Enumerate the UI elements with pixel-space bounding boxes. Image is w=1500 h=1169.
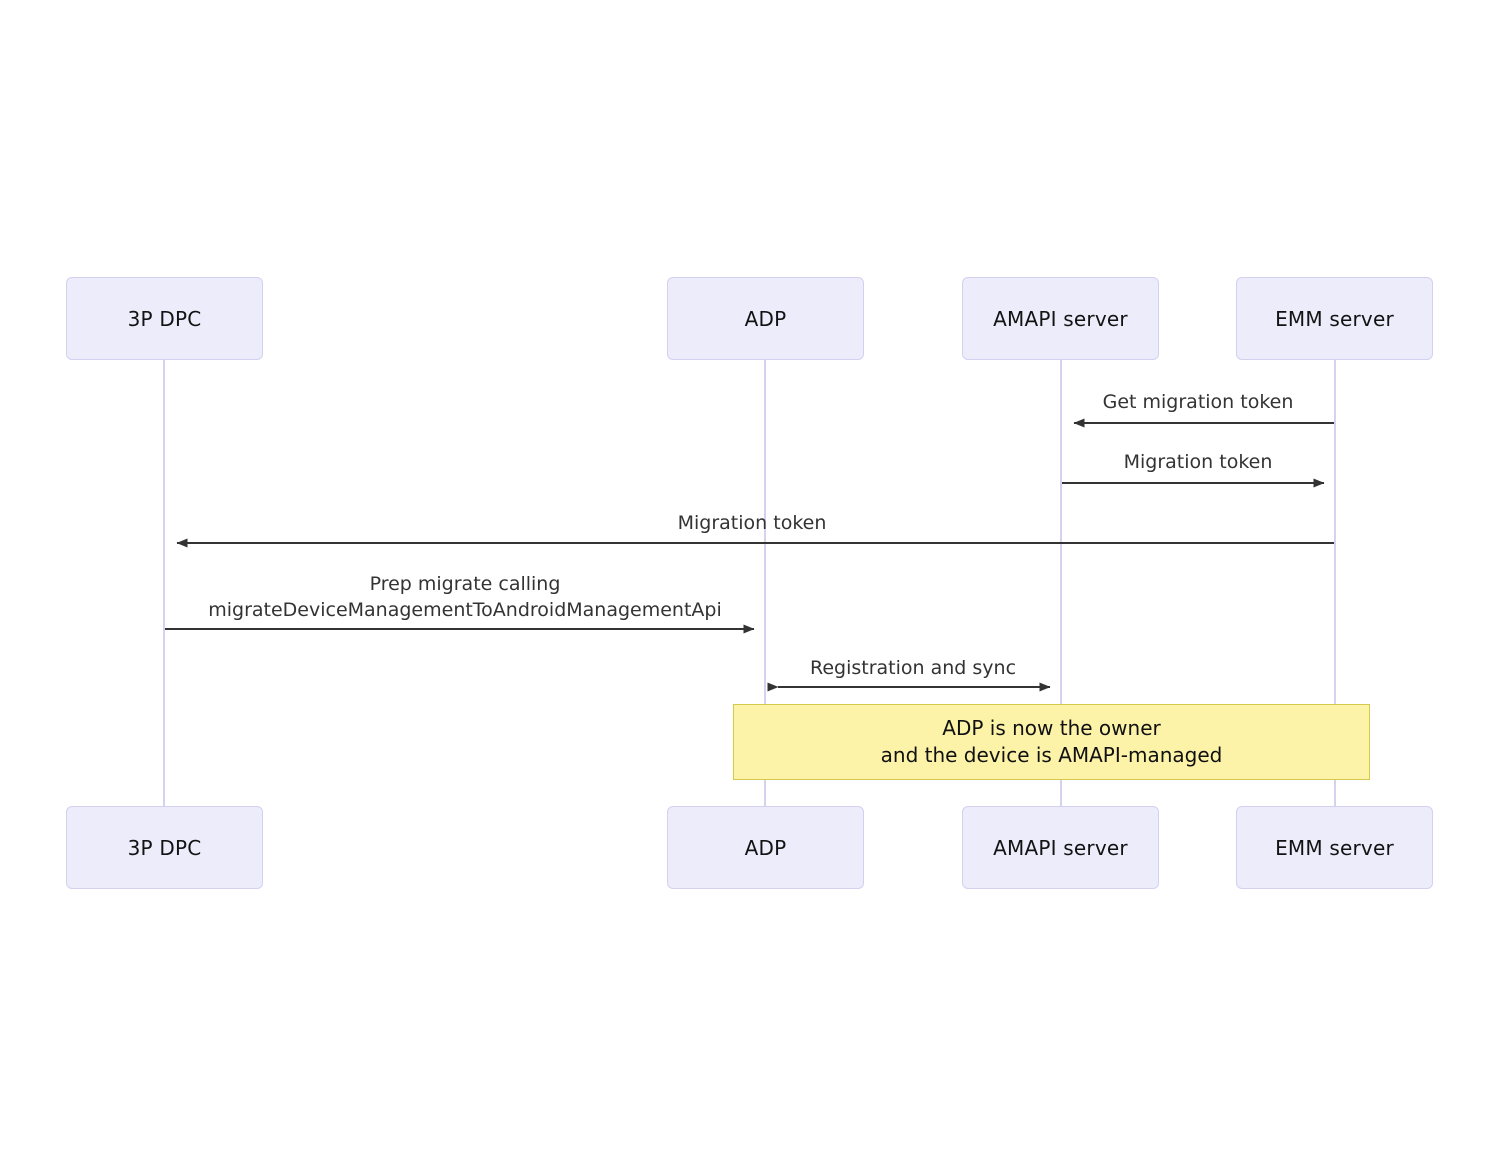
message-label-registration-and-sync: Registration and sync — [810, 655, 1016, 681]
note-line-1: ADP is now the owner — [942, 716, 1161, 740]
participant-top-3p-dpc[interactable]: 3P DPC — [66, 277, 263, 360]
message-label-get-migration-token: Get migration token — [1103, 389, 1294, 415]
participant-bottom-3p-dpc[interactable]: 3P DPC — [66, 806, 263, 889]
participant-label-bottom-3p-dpc: 3P DPC — [127, 835, 202, 860]
participant-label-adp: ADP — [744, 306, 787, 331]
lifeline-adp — [764, 360, 766, 806]
participant-bottom-emm-server[interactable]: EMM server — [1236, 806, 1433, 889]
participant-label-3p-dpc: 3P DPC — [127, 306, 202, 331]
message-label-migration-token-to-emm: Migration token — [1124, 449, 1273, 475]
message-label-prep-migrate: Prep migrate calling migrateDeviceManage… — [208, 571, 722, 623]
message-line: Prep migrate calling — [369, 573, 561, 595]
participant-label-amapi-server: AMAPI server — [993, 306, 1128, 331]
message-line: Registration and sync — [809, 657, 1017, 679]
message-label-migration-token-to-dpc: Migration token — [678, 510, 827, 536]
lifeline-amapi-server — [1060, 360, 1062, 806]
note-adp-owner: ADP is now the owner and the device is A… — [733, 704, 1370, 780]
message-line: Migration token — [677, 512, 827, 534]
participant-label-bottom-emm-server: EMM server — [1275, 835, 1394, 860]
message-line: migrateDeviceManagementToAndroidManageme… — [208, 599, 722, 621]
participant-label-bottom-adp: ADP — [744, 835, 787, 860]
lifeline-3p-dpc — [163, 360, 165, 806]
participant-label-bottom-amapi-server: AMAPI server — [993, 835, 1128, 860]
lifeline-emm-server — [1334, 360, 1336, 806]
note-text: ADP is now the owner and the device is A… — [881, 715, 1223, 769]
participant-bottom-adp[interactable]: ADP — [667, 806, 864, 889]
participant-top-emm-server[interactable]: EMM server — [1236, 277, 1433, 360]
message-line: Migration token — [1123, 451, 1273, 473]
note-line-2: and the device is AMAPI-managed — [880, 743, 1223, 767]
participant-label-emm-server: EMM server — [1275, 306, 1394, 331]
message-line: Get migration token — [1102, 391, 1294, 413]
participant-top-amapi-server[interactable]: AMAPI server — [962, 277, 1159, 360]
participant-top-adp[interactable]: ADP — [667, 277, 864, 360]
participant-bottom-amapi-server[interactable]: AMAPI server — [962, 806, 1159, 889]
